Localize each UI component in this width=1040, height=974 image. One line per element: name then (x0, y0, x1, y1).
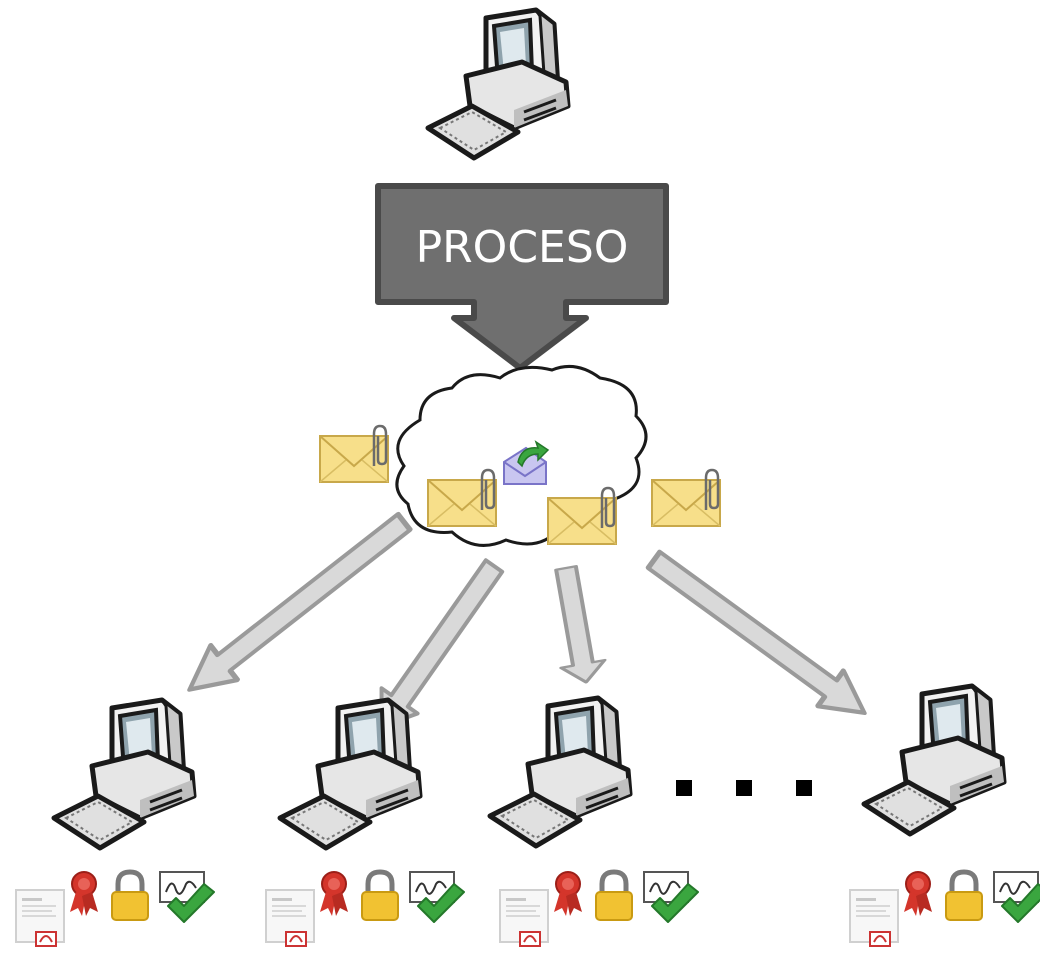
document-security-icons (266, 872, 464, 946)
process-arrow: PROCESO (375, 183, 669, 371)
flow-arrow-3 (542, 562, 610, 689)
flow-arrow-4 (641, 542, 877, 730)
document-security-icons (16, 872, 214, 946)
server-computer-icon (428, 10, 568, 158)
ellipsis-dot (736, 780, 752, 796)
flow-arrow-1 (176, 505, 417, 707)
client-computer-icon (490, 698, 630, 846)
client-computer-icon (54, 700, 194, 848)
process-label: PROCESO (416, 222, 629, 273)
ellipsis (676, 780, 812, 796)
send-mail-icon (503, 440, 550, 485)
document-security-icons (850, 872, 1040, 946)
document-security-icons (500, 872, 698, 946)
ellipsis-dot (796, 780, 812, 796)
client-computer-icon (864, 686, 1004, 834)
envelope-attachment-icon (318, 424, 390, 484)
client-computer-icon (280, 700, 420, 848)
ellipsis-dot (676, 780, 692, 796)
envelope-attachment-icon (650, 468, 722, 528)
